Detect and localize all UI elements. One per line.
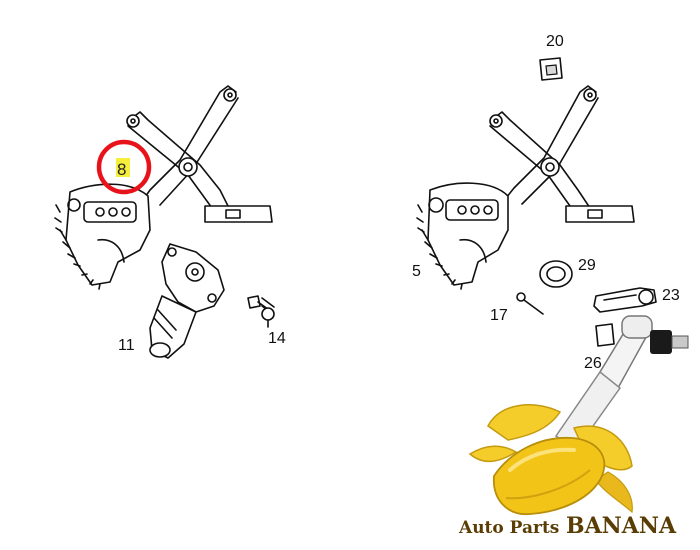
left-gear-sector-body (65, 183, 151, 286)
clip-20 (539, 57, 563, 81)
motor-output-gear (185, 262, 205, 282)
left-gear-hole-2 (108, 207, 118, 217)
callout-5: 5 (412, 263, 421, 280)
right-scissor-arm-lower (521, 97, 599, 205)
right-center-pivot (540, 157, 560, 177)
motor-housing-ribs (153, 309, 177, 339)
bushing-29-inner (546, 266, 566, 282)
left-gear-teeth (59, 229, 101, 290)
brand-logo: Auto Parts BANANA (458, 315, 689, 539)
logo-banana-peel-far-right (595, 471, 633, 514)
right-scissor-arm-upper (505, 85, 597, 199)
left-regulator-assembly (54, 85, 273, 290)
logo-ball-joint-boot (650, 330, 672, 354)
right-regulator-assembly (416, 85, 635, 290)
logo-banana-peel-far-left (468, 445, 518, 463)
link-23 (593, 287, 657, 313)
callout-17: 17 (490, 307, 508, 324)
logo-stud-thread (671, 335, 689, 349)
callout-11: 11 (118, 337, 135, 354)
left-center-pivot (178, 157, 198, 177)
right-gear-hub (428, 197, 444, 213)
left-gear-teeth-upper (54, 204, 63, 233)
right-gear-hole-2 (470, 205, 480, 215)
brand-text-large: BANANA (566, 513, 677, 539)
left-gear-plate (83, 201, 137, 223)
bolt-14-washer (261, 307, 275, 321)
window-motor (149, 243, 225, 359)
pin-17 (516, 292, 544, 315)
callout-29: 29 (578, 257, 596, 274)
right-center-pivot-hole (545, 162, 555, 172)
callout-8: 8 (117, 160, 126, 179)
bolt-14-head (247, 295, 261, 309)
right-pivot-upper-left-hole (493, 118, 499, 124)
logo-banana-shadow (505, 469, 591, 500)
left-center-pivot-hole (183, 162, 193, 172)
left-cross-arm-upper (131, 111, 231, 211)
left-pivot-top-hole (227, 92, 233, 98)
label-highlight (116, 158, 130, 177)
right-gear-teeth (421, 229, 463, 290)
bolt-14 (247, 295, 275, 328)
left-gear-inner-cutout (97, 238, 125, 263)
right-bracket-slot (587, 209, 603, 219)
highlight-circle (96, 139, 152, 195)
logo-banana-peel-left (487, 404, 562, 441)
right-gear-plate (445, 199, 499, 221)
logo-banana-body (493, 437, 606, 515)
pin-17-shank (523, 299, 544, 315)
pin-17-head (516, 292, 526, 302)
left-scissor-arm-upper (142, 85, 237, 201)
bushing-29 (539, 260, 573, 288)
right-cross-arm-upper (493, 111, 591, 209)
link-23-ridge (603, 294, 637, 301)
right-pivot-top-hole (587, 92, 593, 98)
left-pivot-upper-left-hole (130, 118, 136, 124)
motor-output-gear-center (191, 268, 199, 276)
left-gear-hub (67, 198, 81, 212)
callout-26: 26 (584, 355, 602, 372)
logo-banana-shine (508, 447, 576, 472)
motor-end-cap (149, 342, 171, 358)
right-gear-hole-1 (457, 205, 467, 215)
left-gear-hole-3 (121, 207, 131, 217)
sleeve-26-body (595, 323, 615, 347)
clip-20-inner (545, 64, 558, 76)
link-23-eye (638, 289, 654, 305)
brand-text-small: Auto Parts (458, 518, 559, 538)
highlight-part-8: 8 (96, 139, 152, 195)
left-bracket-slot (225, 209, 241, 219)
motor-mount-hole-2 (207, 293, 217, 303)
logo-ball-joint-housing (621, 315, 653, 339)
left-gear-hole-1 (95, 207, 105, 217)
right-lower-bracket (565, 205, 635, 223)
sleeve-26 (595, 323, 615, 347)
right-gear-teeth-upper (416, 204, 425, 233)
left-lower-bracket (204, 205, 273, 223)
callout-20: 20 (546, 33, 564, 50)
callout-23: 23 (662, 287, 680, 304)
callout-14: 14 (268, 330, 286, 347)
motor-mount-hole-1 (167, 247, 177, 257)
right-gear-hole-3 (483, 205, 493, 215)
right-gear-inner-cutout (459, 238, 487, 263)
